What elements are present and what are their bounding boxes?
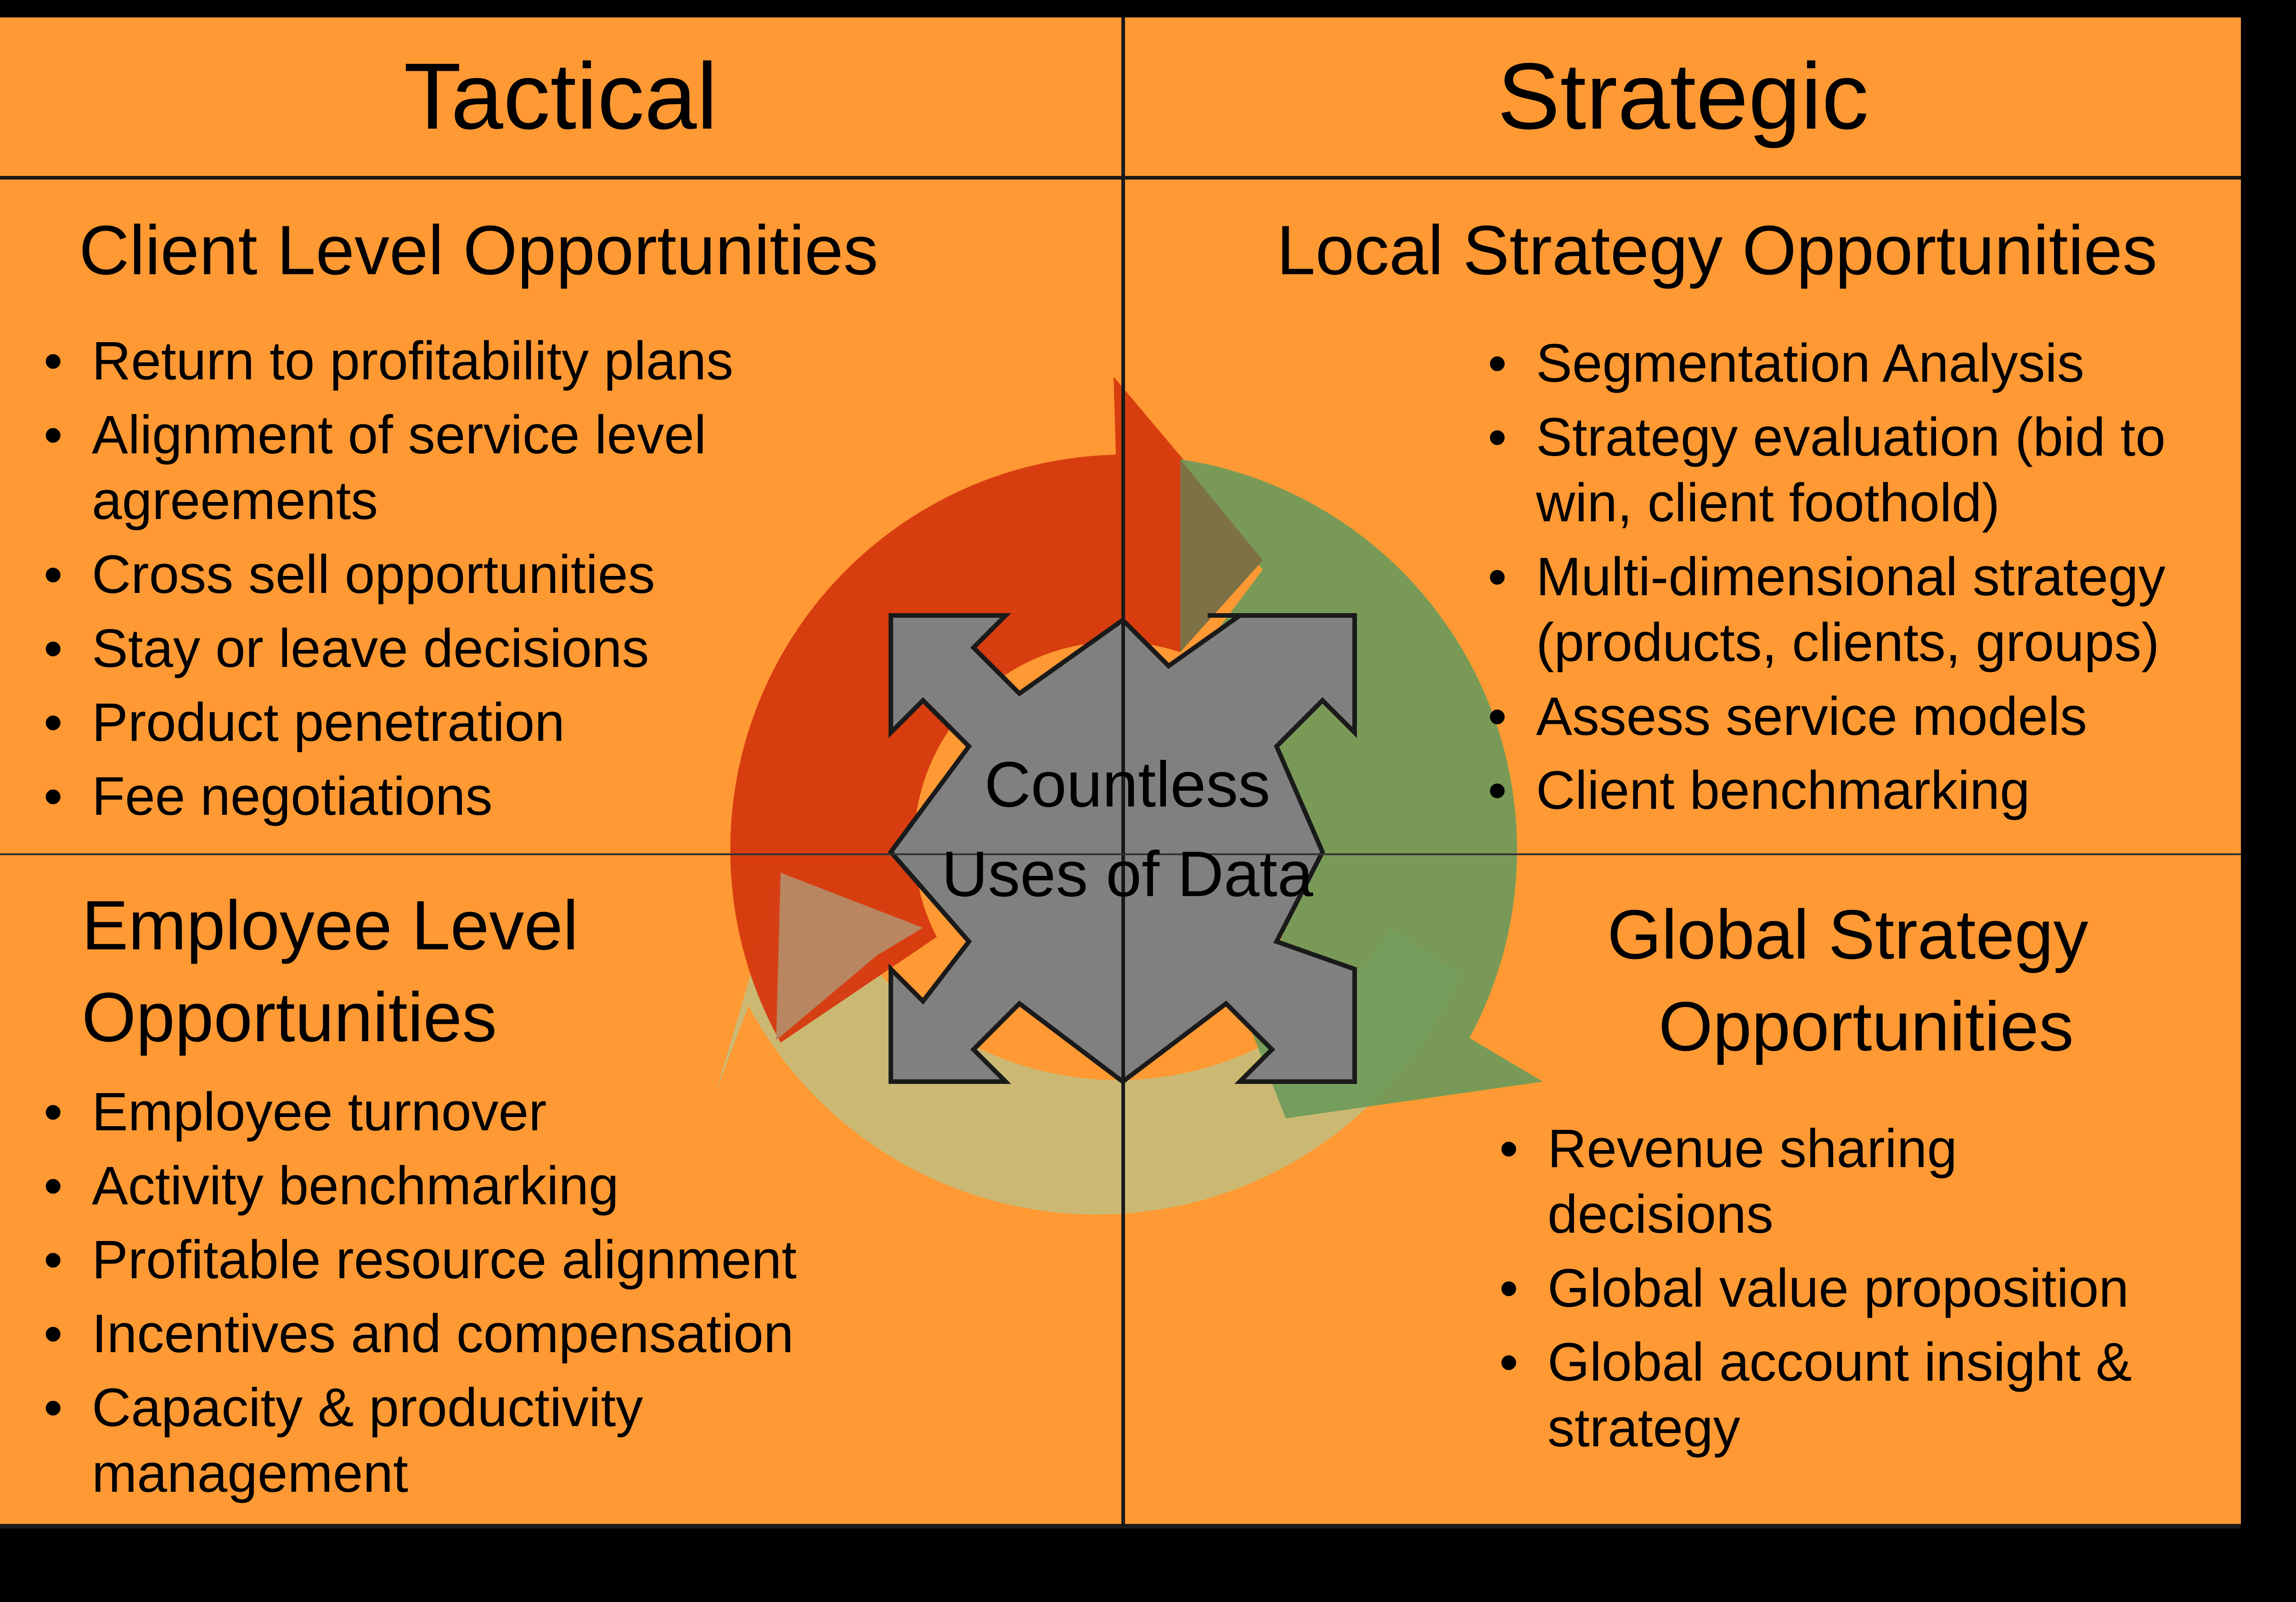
list-item: Segmentation Analysis: [1488, 331, 2245, 396]
overlap-red-tan: [776, 873, 923, 1040]
center-label: Countless Uses of Data: [900, 739, 1355, 919]
employee-level-title-line1: Employee Level: [82, 886, 579, 965]
list-item: Activity benchmarking: [44, 1153, 916, 1219]
global-strategy-title: Global Strategy Opportunities: [1607, 889, 2088, 1072]
list-item: Assess service models: [1488, 684, 2245, 750]
list-item: Stay or leave decisions: [44, 616, 824, 682]
client-level-list: Return to profitability plans Alignment …: [44, 328, 824, 838]
list-item: Employee turnover: [44, 1079, 916, 1145]
center-label-line2: Uses of Data: [941, 838, 1313, 910]
list-item: Alignment of service level agreements: [44, 402, 758, 534]
list-item: Profitable resource alignment: [44, 1227, 916, 1293]
center-label-line1: Countless: [984, 748, 1271, 820]
list-item: Multi-dimensional strategy (products, cl…: [1488, 544, 2280, 676]
bottom-border: [0, 1524, 2241, 1529]
local-strategy-title: Local Strategy Opportunities: [1277, 211, 2157, 289]
employee-level-title: Employee Level Opportunities: [82, 880, 579, 1063]
employee-level-list: Employee turnover Activity benchmarking …: [44, 1079, 916, 1515]
global-strategy-title-line2: Opportunities: [1658, 987, 2074, 1066]
column-divider: [1121, 17, 1125, 1529]
global-strategy-title-line1: Global Strategy: [1607, 896, 2088, 974]
global-strategy-list: Revenue sharing decisions Global value p…: [1499, 1116, 2216, 1469]
header-divider: [0, 176, 2241, 180]
local-strategy-list: Segmentation Analysis Strategy evaluatio…: [1488, 331, 2245, 832]
list-item: Fee negotiations: [44, 764, 824, 829]
list-item: Global value proposition: [1499, 1256, 2216, 1321]
client-level-title: Client Level Opportunities: [79, 211, 878, 289]
list-item: Revenue sharing decisions: [1499, 1116, 2030, 1247]
list-item: Capacity & productivity management: [44, 1375, 744, 1506]
list-item: Incentives and compensation: [44, 1301, 916, 1367]
list-item: Cross sell opportunities: [44, 542, 824, 608]
list-item: Return to profitability plans: [44, 328, 824, 394]
list-item: Client benchmarking: [1488, 758, 2245, 824]
row-divider: [0, 853, 2241, 855]
strategic-header: Strategic: [1497, 44, 1869, 149]
tactical-header: Tactical: [404, 44, 718, 149]
list-item: Product penetration: [44, 690, 824, 756]
list-item: Strategy evaluation (bid to win, client …: [1488, 405, 2252, 536]
employee-level-title-line2: Opportunities: [82, 978, 497, 1056]
list-item: Global account insight & strategy: [1499, 1330, 2200, 1461]
overlap-red-green: [1180, 459, 1263, 652]
